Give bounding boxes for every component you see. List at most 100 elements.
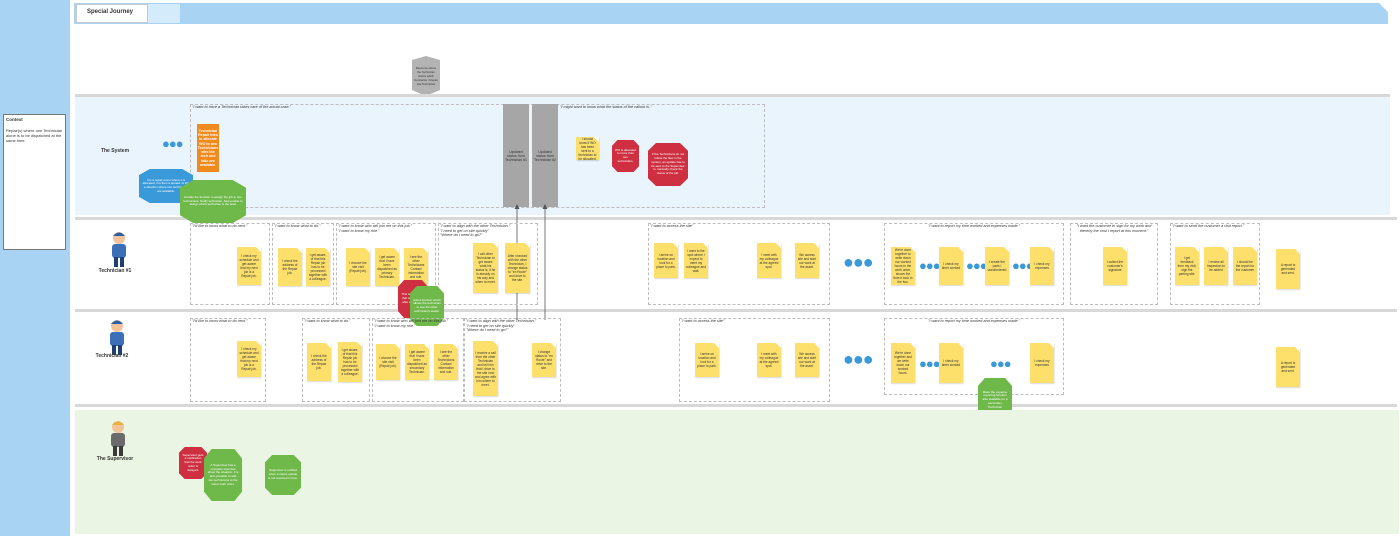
t1-sticky: I call other Technician to get aware wha… xyxy=(473,243,498,293)
t1-sticky: I collect the customer's signature xyxy=(1103,247,1127,285)
supervisor-label: The Supervisor xyxy=(96,456,134,462)
t2-sticky: I check my schedule and get aware that m… xyxy=(237,341,261,377)
t2-sticky: I receive a call from the other Technici… xyxy=(473,341,498,396)
t1-sticky: I see the other Technicians Contact info… xyxy=(404,248,428,286)
t1-stage-7 xyxy=(1070,223,1158,305)
system-lane xyxy=(75,97,1390,215)
page-title[interactable]: Special Journey xyxy=(76,4,148,23)
supervisor-green-hexagon-2: Supervisor is notified when a status upd… xyxy=(265,455,301,495)
t2-quote-6: "I want to report my time worked and exp… xyxy=(928,319,1020,323)
ellipsis-icon: ●●● xyxy=(843,349,874,369)
t1-sticky: We're done together to write down our wo… xyxy=(891,247,915,285)
t2-sticky: I check the address of the Repair job. xyxy=(307,343,331,381)
t1-stage-5 xyxy=(648,223,830,305)
ellipsis-icon: ●●● xyxy=(990,356,1012,371)
t2-quote-3: "I want to know who will join me on this… xyxy=(374,319,449,328)
t1-sticky: I arrive on location and look for a plac… xyxy=(654,243,678,278)
status-technician-2: Updated status from Technician #2 xyxy=(532,104,558,207)
t1-stage-2 xyxy=(272,223,334,305)
lane-divider xyxy=(75,404,1397,407)
system-quote-1: "I want to have a Technician takes care … xyxy=(192,105,292,109)
t2-stage-5 xyxy=(679,318,830,402)
t2-stage-2 xyxy=(302,318,370,402)
system-red-hexagon-2: If the Technicians do not follow the flo… xyxy=(648,143,688,186)
t2-sticky: A report is generated and sent. xyxy=(1276,347,1300,387)
system-blue-hexagon: It is a repair event where it is allocat… xyxy=(139,169,193,203)
t1-sticky: I get aware that I have been dispatched … xyxy=(375,248,399,286)
t1-sticky: I choose the site visit (Repair job). xyxy=(346,248,370,286)
t1-sticky: I create the parts I used/ordered xyxy=(985,247,1009,285)
ellipsis-icon: ●●● xyxy=(162,136,184,151)
system-stage-box xyxy=(190,104,765,208)
system-orange-note: Technician Repair tries to allocate WO t… xyxy=(197,124,219,172)
t2-stage-6 xyxy=(884,318,1064,395)
t2-quote-4: "I want to align with the other Technici… xyxy=(466,319,537,333)
t1-quote-2: "I want to know what to do." xyxy=(274,224,321,228)
context-text: Repair(s) where one Technician alone is … xyxy=(6,128,63,143)
left-sidebar xyxy=(0,0,70,536)
resource-note: Resource where the Technician shows whic… xyxy=(412,56,440,96)
t1-sticky: We access site and start our work at the… xyxy=(795,243,819,278)
lane-divider xyxy=(75,94,1390,97)
system-red-hexagon-1: WO is allocated to more than two technic… xyxy=(612,140,639,172)
t2-sticky: I arrive on location and look for a plac… xyxy=(695,343,719,377)
t1-sticky: I get aware, of that this Repair job has… xyxy=(306,248,330,286)
system-sticky-note: I should know if WO has been sent to a t… xyxy=(576,137,599,160)
t2-quote-1: "I'd like to know what to do next." xyxy=(192,319,248,323)
status-technician-1: Updated status from Technician #1 xyxy=(503,104,529,207)
t1-sticky: I want to the spot where I expect to mee… xyxy=(684,243,708,278)
technician-1-avatar xyxy=(112,232,126,267)
technician-2-label: Technician #2 xyxy=(95,353,129,359)
t1-stage-6 xyxy=(884,223,1064,305)
t1-sticky: I review all inspection to be added xyxy=(1204,247,1228,285)
t2-sticky: I change status to "en Route" and drive … xyxy=(532,343,556,377)
ellipsis-icon: ●●● xyxy=(843,252,874,272)
t1-sticky: I check my timer worked xyxy=(939,247,963,285)
t2-sticky: I get aware, of that this Repair job has… xyxy=(338,342,362,382)
t2-sticky: We access site and start our work at the… xyxy=(795,343,819,377)
t2-sticky: I see the other Technicians Contact info… xyxy=(434,344,458,380)
t1-sticky: After checked with the other Technician,… xyxy=(505,243,530,293)
t1-sticky: I check my schedule and get aware that m… xyxy=(237,247,261,285)
t1-quote-7: "I want the customer to sign for my work… xyxy=(1076,224,1152,233)
t1-quote-1: "I'd like to know what to do next." xyxy=(192,224,248,228)
ellipsis-icon: ●●● xyxy=(1012,258,1034,273)
t2-stage-4 xyxy=(464,318,561,402)
t1-sticky: I meet with my colleague at the agreed s… xyxy=(757,243,781,278)
context-card: Context Repair(s) where one Technician a… xyxy=(3,114,66,250)
t2-sticky: We're done together and we write down ou… xyxy=(891,343,915,383)
t2-sticky: I check my expenses xyxy=(1030,343,1054,383)
t1-green-hexagon: Add a function which allows the technici… xyxy=(410,286,444,326)
technician-1-label: Technician #1 xyxy=(98,268,132,274)
supervisor-red-hexagon: Supervisor gets a notification that the … xyxy=(179,447,207,479)
lane-divider xyxy=(75,217,1397,220)
t1-quote-6: "I want to report my time worked and exp… xyxy=(928,224,1020,228)
system-quote-2: "I might want to know what the status of… xyxy=(560,105,652,109)
ellipsis-icon: ●●● xyxy=(919,258,941,273)
t2-stage-3 xyxy=(372,318,464,402)
t2-sticky: I get aware that I have been dispatched … xyxy=(405,344,429,380)
t1-sticky: I check my expenses xyxy=(1030,247,1054,285)
supervisor-avatar xyxy=(111,421,125,456)
t1-sticky: I check the address of the Repair job. xyxy=(278,248,302,286)
technician-2-avatar xyxy=(110,320,124,355)
supervisor-green-hexagon-1: A Supervisor has a complete overview abo… xyxy=(204,449,242,501)
t2-sticky: I check my timer worked xyxy=(939,343,963,383)
t1-quote-8: "I want to send the customer a visit rep… xyxy=(1172,224,1245,228)
t2-sticky: I meet with my colleague at the agreed s… xyxy=(757,343,781,377)
t1-sticky: A report is generated and sent. xyxy=(1276,249,1300,289)
lane-divider xyxy=(75,309,1397,312)
corner-fold-icon xyxy=(1379,3,1388,12)
t2-quote-2: "I want to know what to do." xyxy=(304,319,351,323)
t1-quote-5: "I want to access the site" xyxy=(650,224,694,228)
t1-sticky: I get feedback from my visit, sign the p… xyxy=(1175,247,1199,285)
ellipsis-icon: ●●● xyxy=(919,356,941,371)
t2-quote-5: "I want to access the site" xyxy=(681,319,725,323)
t1-stage-8 xyxy=(1170,223,1260,305)
t1-stage-4 xyxy=(438,223,538,305)
t1-stage-1 xyxy=(190,223,270,305)
t2-sticky: I choose the site visit (Repair job). xyxy=(376,344,400,380)
t1-quote-4: "I want to align with the other Technici… xyxy=(440,224,511,238)
header-bar xyxy=(74,3,1388,24)
title-tab-extension xyxy=(148,4,180,23)
